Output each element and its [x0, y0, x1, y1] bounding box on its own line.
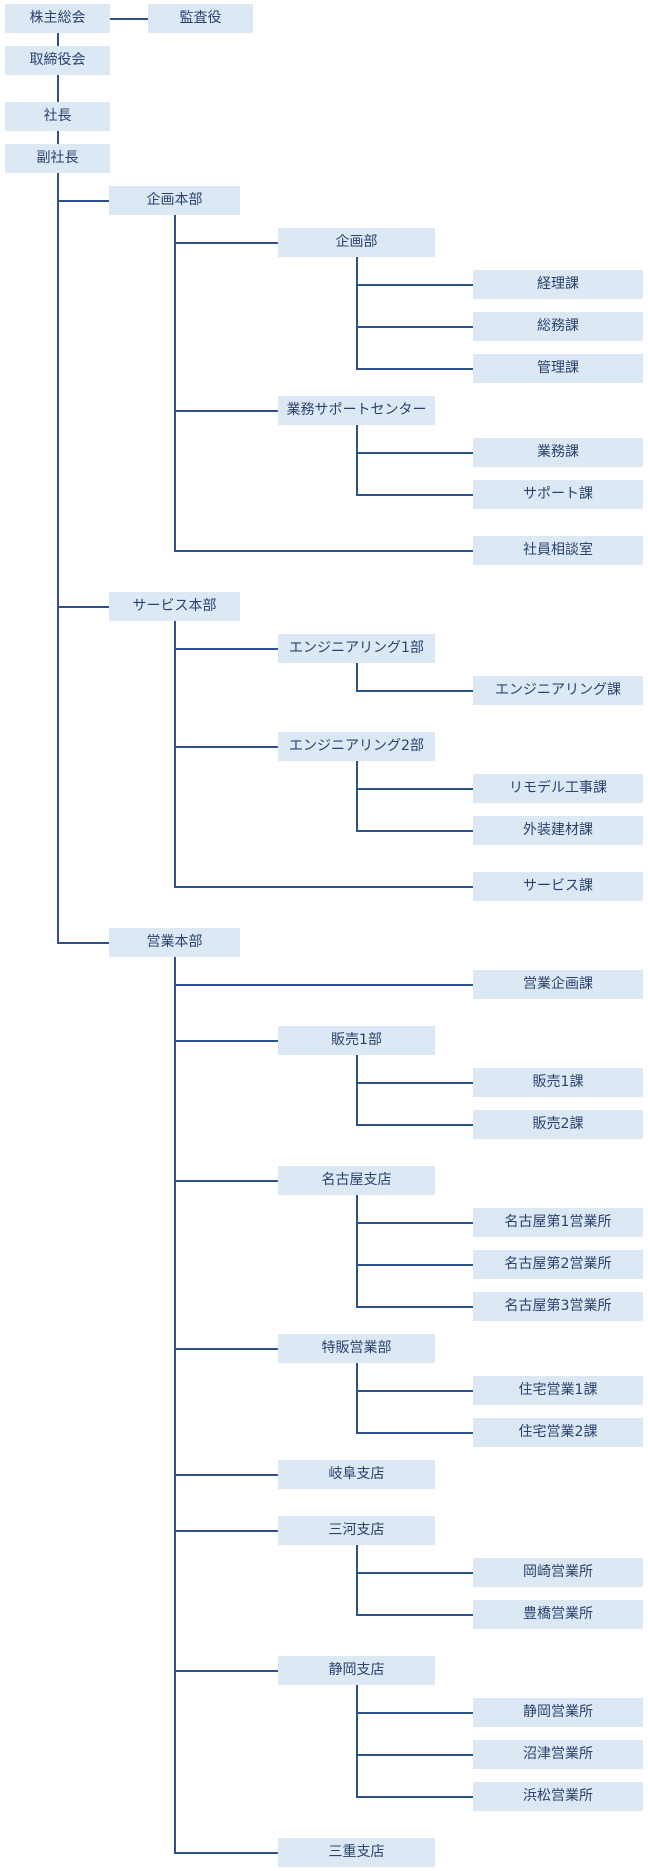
- connector-line: [174, 1529, 278, 1532]
- org-node-level-2: 販売1部: [278, 1026, 435, 1055]
- org-node-level-3: 管理課: [473, 354, 643, 383]
- org-node-level-2: 静岡支店: [278, 1656, 435, 1685]
- org-node-level-3: 社員相談室: [473, 536, 643, 565]
- connector-line: [356, 1711, 473, 1714]
- connector-line: [356, 283, 473, 286]
- connector-line: [356, 761, 358, 832]
- org-node-level-0: 社長: [5, 102, 110, 131]
- connector-line: [356, 367, 473, 370]
- org-node-level-3: エンジニアリング課: [473, 676, 643, 705]
- org-node-level-3: サポート課: [473, 480, 643, 509]
- connector-line: [174, 549, 473, 552]
- connector-line: [57, 199, 109, 202]
- org-node-level-0: 副社長: [5, 144, 110, 173]
- connector-line: [356, 1221, 473, 1224]
- connector-line: [174, 745, 278, 748]
- org-node-level-3: 住宅営業1課: [473, 1376, 643, 1405]
- connector-line: [356, 1571, 473, 1574]
- connector-line: [57, 941, 109, 944]
- connector-line: [356, 1195, 358, 1308]
- connector-line: [57, 605, 109, 608]
- org-node-level-3: 浜松営業所: [473, 1782, 643, 1811]
- org-node-level-3: 営業企画課: [473, 970, 643, 999]
- connector-line: [356, 1389, 473, 1392]
- org-node-level-3: サービス課: [473, 872, 643, 901]
- org-node-level-3: 沼津営業所: [473, 1740, 643, 1769]
- org-node-level-3: 名古屋第2営業所: [473, 1250, 643, 1279]
- connector-line: [174, 983, 473, 986]
- org-node-level-3: 名古屋第1営業所: [473, 1208, 643, 1237]
- connector-line: [174, 1851, 278, 1854]
- org-node-level-3: 経理課: [473, 270, 643, 299]
- org-node-level-2: 名古屋支店: [278, 1166, 435, 1195]
- org-node-level-2: 三重支店: [278, 1838, 435, 1867]
- connector-line: [356, 325, 473, 328]
- connector-line: [356, 1545, 358, 1616]
- org-node-level-3: 販売2課: [473, 1110, 643, 1139]
- org-node-level-3: 外装建材課: [473, 816, 643, 845]
- connector-line: [356, 1753, 473, 1756]
- connector-line: [356, 1081, 473, 1084]
- org-node-level-3: 豊橋営業所: [473, 1600, 643, 1629]
- org-node-level-3: 総務課: [473, 312, 643, 341]
- org-node-level-1: 企画本部: [109, 186, 240, 215]
- org-node-level-2: 業務サポートセンター: [278, 396, 435, 425]
- connector-line: [174, 1669, 278, 1672]
- connector-line: [356, 257, 358, 370]
- org-node-level-1: サービス本部: [109, 592, 240, 621]
- connector-line: [174, 409, 278, 412]
- connector-line: [356, 689, 473, 692]
- connector-line: [174, 215, 176, 552]
- connector-line: [356, 1055, 358, 1126]
- org-node-level-1: 営業本部: [109, 928, 240, 957]
- connector-line: [356, 1363, 358, 1434]
- org-node-level-2: 岐阜支店: [278, 1460, 435, 1489]
- connector-line: [356, 493, 473, 496]
- org-node-level-3: 静岡営業所: [473, 1698, 643, 1727]
- connector-line: [57, 33, 59, 944]
- org-node-level-3: 岡崎営業所: [473, 1558, 643, 1587]
- connector-line: [356, 1795, 473, 1798]
- connector-line: [356, 829, 473, 832]
- connector-line: [356, 1263, 473, 1266]
- connector-line: [356, 1685, 358, 1798]
- org-node-level-2: エンジニアリング1部: [278, 634, 435, 663]
- connector-line: [174, 1179, 278, 1182]
- org-node-level-2: エンジニアリング2部: [278, 732, 435, 761]
- org-node-auditor: 監査役: [148, 4, 253, 33]
- connector-line: [174, 1347, 278, 1350]
- connector-line: [356, 1431, 473, 1434]
- connector-line: [356, 1305, 473, 1308]
- connector-line: [110, 17, 148, 20]
- org-node-level-0: 取締役会: [5, 46, 110, 75]
- org-node-level-3: 住宅営業2課: [473, 1418, 643, 1447]
- connector-line: [174, 885, 473, 888]
- connector-line: [174, 241, 278, 244]
- connector-line: [356, 425, 358, 496]
- org-node-level-3: 業務課: [473, 438, 643, 467]
- org-node-level-3: 販売1課: [473, 1068, 643, 1097]
- org-node-level-2: 三河支店: [278, 1516, 435, 1545]
- org-node-level-0: 株主総会: [5, 4, 110, 33]
- connector-line: [356, 663, 358, 692]
- org-node-level-3: 名古屋第3営業所: [473, 1292, 643, 1321]
- connector-line: [174, 647, 278, 650]
- connector-line: [174, 1473, 278, 1476]
- org-node-level-3: リモデル工事課: [473, 774, 643, 803]
- org-node-level-2: 特販営業部: [278, 1334, 435, 1363]
- connector-line: [356, 451, 473, 454]
- connector-line: [174, 1039, 278, 1042]
- connector-line: [356, 787, 473, 790]
- connector-line: [356, 1123, 473, 1126]
- connector-line: [174, 621, 176, 888]
- connector-line: [174, 957, 176, 1854]
- org-node-level-2: 企画部: [278, 228, 435, 257]
- connector-line: [356, 1613, 473, 1616]
